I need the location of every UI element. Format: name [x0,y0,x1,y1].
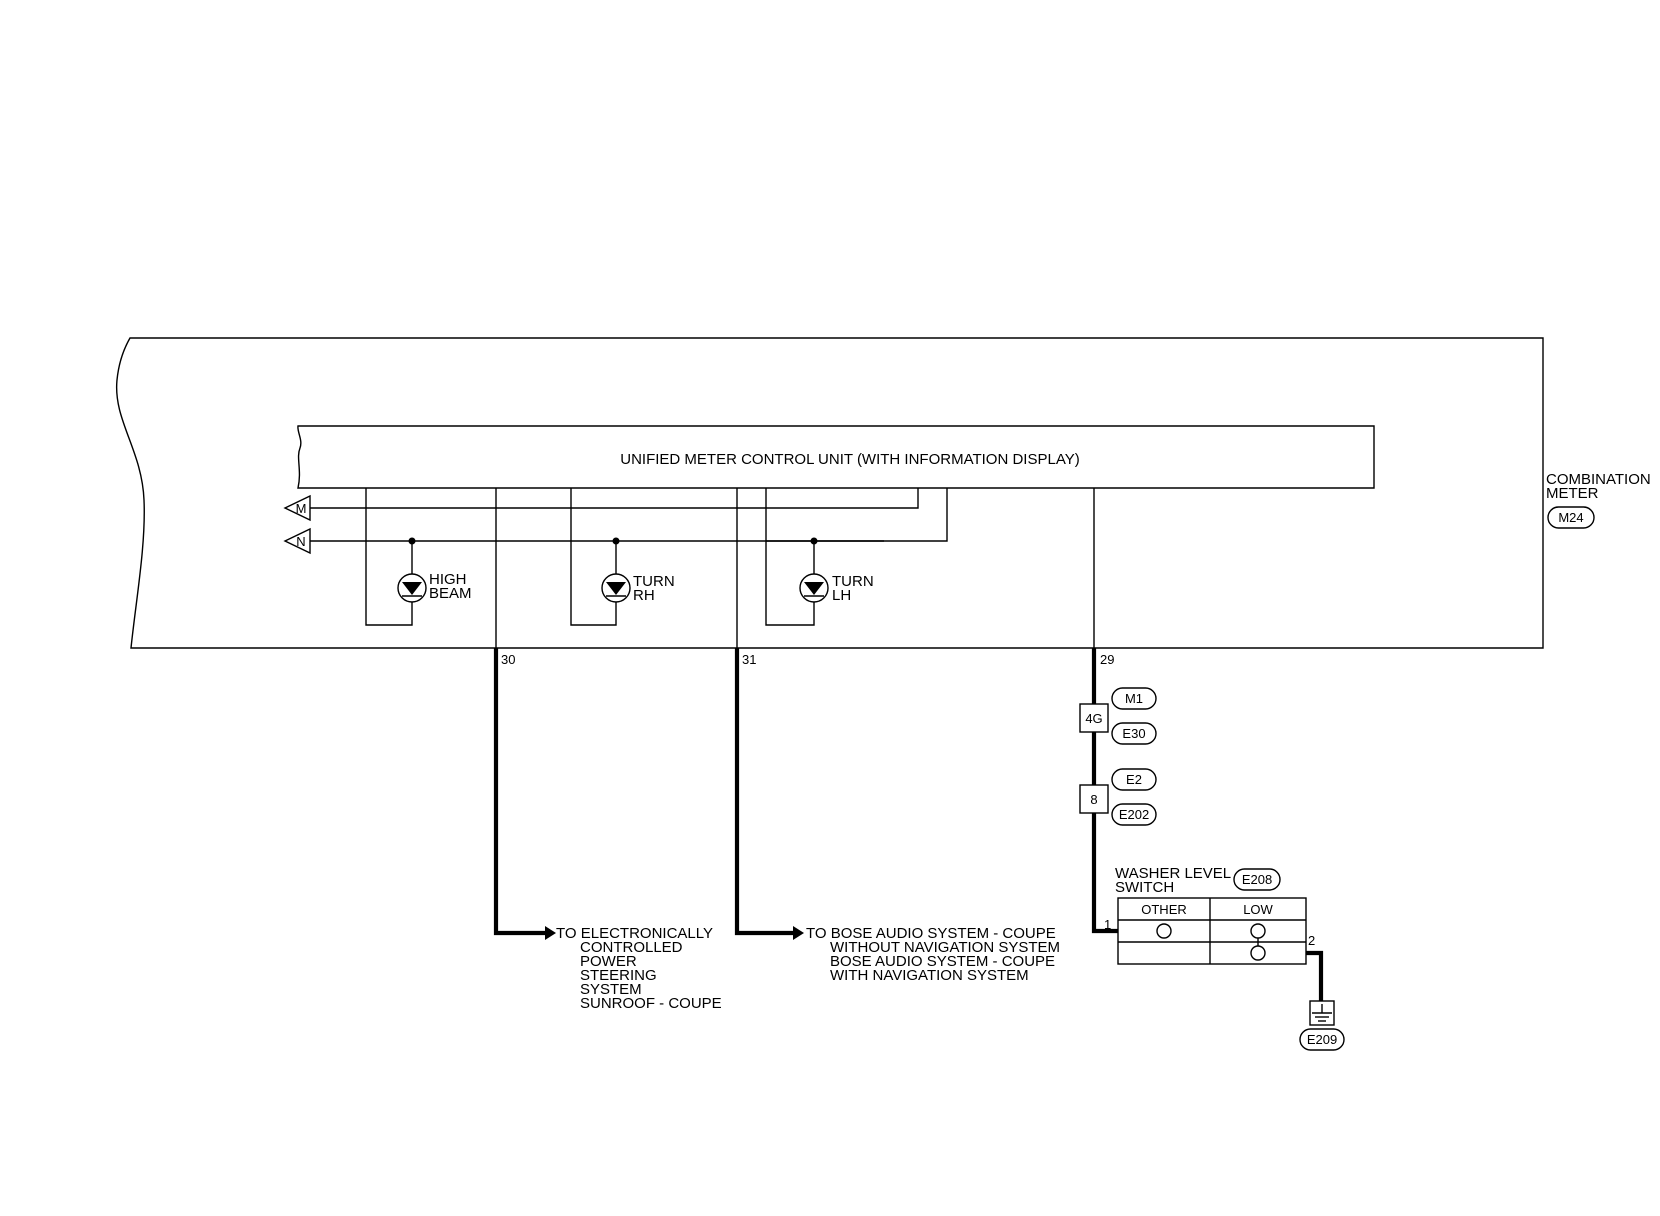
eps-dest-line-2: CONTROLLED [580,939,683,956]
bose-dest-line-1: TO BOSE AUDIO SYSTEM - COUPE [806,925,1056,942]
joint-8-conn-bottom: E202 [1119,807,1149,822]
combination-meter-housing [115,337,1544,649]
joint-connector-8: 8 E2 E202 [1079,768,1157,826]
terminal-31-label: 31 [742,652,756,667]
meter-connector-label: M24 [1558,510,1583,525]
eps-dest-line-5: SYSTEM [580,981,642,998]
joint-connector-4g: 4G M1 E30 [1079,687,1157,745]
meter-name-line2: METER [1546,485,1599,502]
washer-pin-out: 2 [1308,933,1315,948]
terminal-29-wire [1091,488,1118,934]
joint-4g-pin: 4G [1085,711,1102,726]
joint-8-pin: 8 [1090,792,1097,807]
high-beam-junction-dot [408,537,416,545]
eps-dest-line-1: TO ELECTRONICALLY [556,925,713,942]
eps-dest-line-6: SUNROOF - COUPE [580,995,722,1012]
washer-label-line2: SWITCH [1115,879,1174,896]
joint-4g-conn-top: M1 [1125,691,1143,706]
washer-level-switch [1117,897,1307,965]
signal-n-label: N [296,534,305,549]
meter-name-line1: COMBINATION [1546,471,1651,488]
high-beam-label-2: BEAM [429,585,472,602]
bose-dest-line-2: WITHOUT NAVIGATION SYSTEM [830,939,1060,956]
turn-lh-circuit [765,488,829,626]
ground-connector-label: E209 [1307,1032,1337,1047]
turn-rh-circuit [570,488,631,626]
terminal-29-label: 29 [1100,652,1114,667]
joint-4g-conn-bottom: E30 [1122,726,1145,741]
turn-lh-junction-dot [810,537,818,545]
washer-connector-label: E208 [1242,872,1272,887]
terminal-30-label: 30 [501,652,515,667]
high-beam-label-1: HIGH [429,571,467,588]
washer-col-other: OTHER [1141,902,1187,917]
terminal-30-wire [493,488,556,940]
ground-connector-badge: E209 [1299,1028,1345,1051]
washer-pin-in: 1 [1104,917,1111,932]
internal-bus-wires [310,488,948,542]
control-unit-box: UNIFIED METER CONTROL UNIT (WITH INFORMA… [297,425,1375,489]
switch-contact-low-top [1250,923,1266,939]
ground-wire [1306,950,1324,1001]
turn-lh-label-1: TURN [832,573,874,590]
signal-n-marker: N [283,527,311,555]
eps-dest-line-3: POWER [580,953,637,970]
turn-rh-junction-dot [612,537,620,545]
high-beam-circuit [365,488,427,626]
turn-rh-label-2: RH [633,587,655,604]
ground-symbol [1309,1000,1335,1026]
bose-dest-line-4: WITH NAVIGATION SYSTEM [830,967,1029,984]
bose-dest-line-3: BOSE AUDIO SYSTEM - COUPE [830,953,1055,970]
washer-col-low: LOW [1243,902,1273,917]
turn-rh-label-1: TURN [633,573,675,590]
turn-lh-label-2: LH [832,587,851,604]
washer-label-line1: WASHER LEVEL [1115,865,1231,882]
switch-contact-low-bottom [1250,945,1266,961]
meter-connector-badge: M24 [1547,506,1595,529]
switch-contact-other [1156,923,1172,939]
control-unit-label: UNIFIED METER CONTROL UNIT (WITH INFORMA… [620,451,1079,468]
signal-m-marker: M [283,494,311,522]
washer-connector-badge: E208 [1233,868,1281,891]
eps-dest-line-4: STEERING [580,967,657,984]
terminal-31-wire [734,488,804,940]
joint-8-conn-top: E2 [1126,772,1142,787]
signal-m-label: M [296,501,307,516]
